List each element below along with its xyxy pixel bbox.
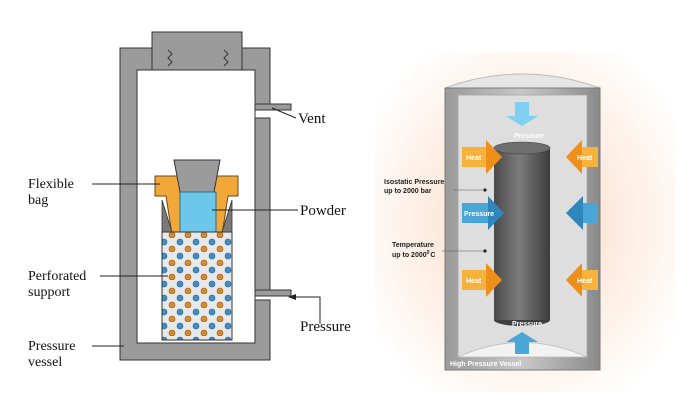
powder	[179, 191, 217, 233]
pressure-arrowhead	[288, 294, 296, 300]
pressure-leader	[292, 296, 321, 324]
isostatic-label-1: Isostatic Pressure	[384, 179, 444, 186]
perforated-support	[161, 231, 233, 341]
pressure-bottom-label: Pressure	[512, 321, 542, 328]
heat-arrow-bottom-left	[462, 263, 502, 297]
temperature-label-2: up to 20000C	[392, 250, 435, 259]
heat-label-2: Heat	[577, 155, 593, 162]
pressure-inlet-pipe	[254, 289, 292, 297]
flexible-bag-label-2: bag	[28, 193, 48, 208]
flexible-bag-label-1: Flexible	[28, 177, 74, 192]
pressure-arrow-top	[506, 102, 538, 126]
vessel-label-2: vessel	[28, 355, 62, 370]
thread-left	[167, 49, 173, 67]
cold-isostatic-press: Vent Flexible bag Powder Perforated supp…	[28, 31, 351, 370]
pressure-arrow-bottom	[506, 332, 538, 354]
pressure-label: Pressure	[300, 319, 351, 335]
support-shoulders	[161, 199, 233, 233]
vent-label: Vent	[298, 111, 326, 127]
temperature-dot	[483, 249, 487, 253]
cylinder-top	[493, 141, 551, 155]
vent-pipe	[254, 103, 292, 111]
perforated-label-2: support	[28, 285, 70, 300]
isostatic-label-2: up to 2000 bar	[384, 188, 432, 195]
perforated-label-1: Perforated	[28, 269, 86, 284]
heat-arrow-top-right	[566, 140, 598, 174]
heat-label-1: Heat	[466, 155, 482, 162]
powder-label: Powder	[300, 203, 346, 219]
pressure-arrow-left	[462, 196, 504, 230]
heat-label-3: Heat	[466, 278, 482, 285]
cylinder-body	[494, 148, 550, 320]
vessel-right-wall	[254, 117, 271, 291]
vent-leader	[271, 107, 297, 119]
vessel-label-1: Pressure	[28, 339, 75, 354]
hot-isostatic-press: Pressure Pressure Pressure Heat Heat Hea…	[375, 52, 675, 392]
heat-label-4: Heat	[577, 278, 593, 285]
vessel-cap	[151, 31, 243, 71]
isostatic-dot	[483, 188, 487, 192]
vessel-dome-top	[444, 73, 601, 89]
pressure-top-label: Pressure	[514, 133, 544, 140]
temperature-label-1: Temperature	[392, 242, 434, 249]
heat-arrow-bottom-right	[566, 263, 598, 297]
bag-plug	[173, 159, 221, 193]
thread-right	[223, 49, 229, 67]
pressure-arrow-right	[566, 196, 597, 230]
vessel-caption: High Pressure Vessel	[450, 361, 521, 368]
heat-arrow-top-left	[462, 140, 502, 174]
pressure-left-label: Pressure	[464, 211, 494, 218]
